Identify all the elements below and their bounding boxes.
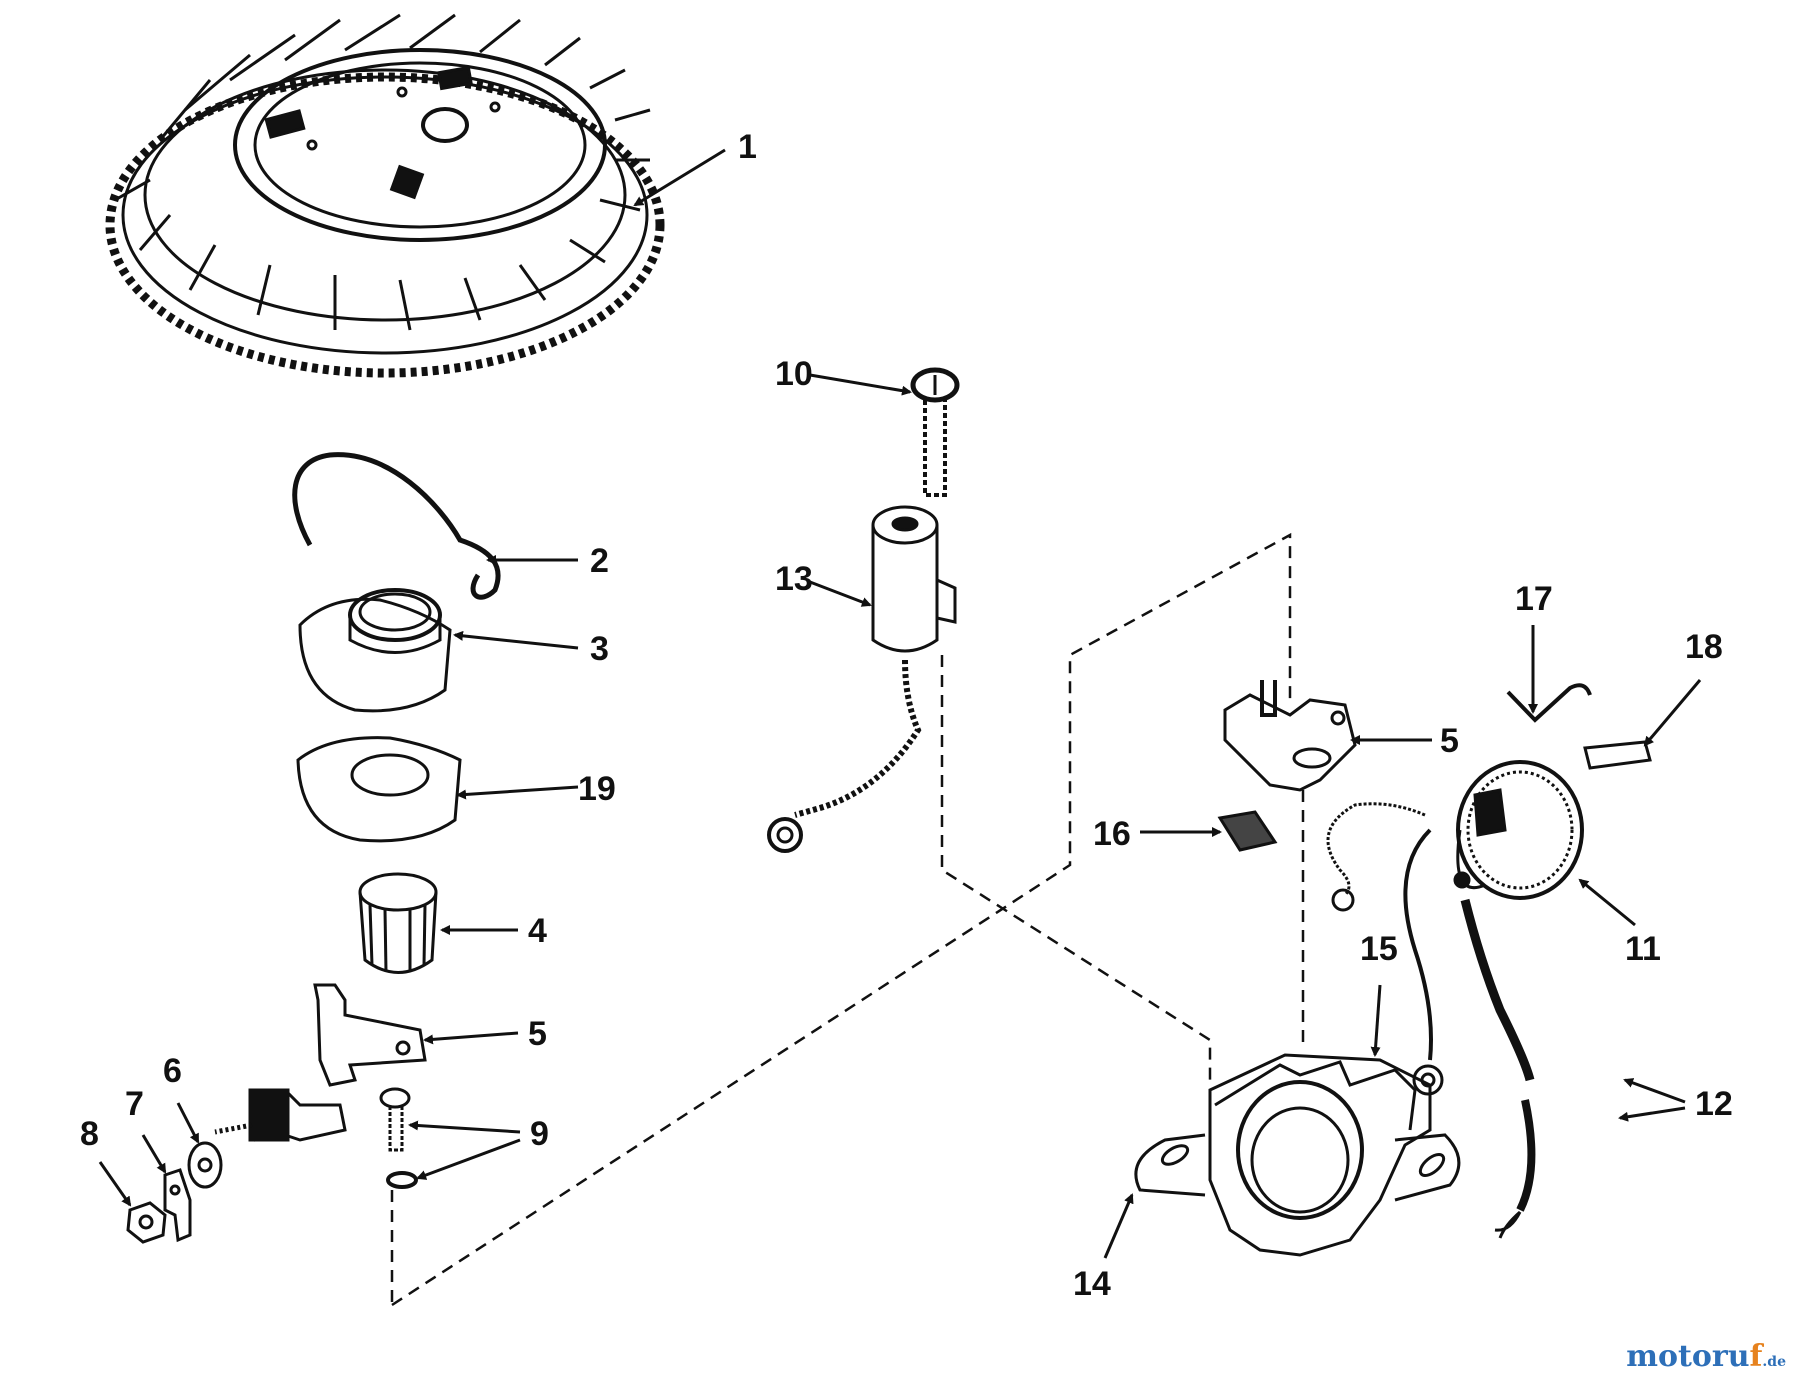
callout-16: 16 (1093, 815, 1131, 853)
condenser-part (767, 505, 957, 853)
callout-10: 10 (775, 355, 813, 393)
callout-18: 18 (1685, 628, 1723, 666)
callout-7: 7 (125, 1085, 144, 1123)
callout-5-lower: 5 (528, 1015, 547, 1053)
watermark-text-main: motoru (1626, 1339, 1750, 1374)
watermark-text-domain: .de (1762, 1354, 1786, 1370)
terminal-part (163, 1168, 192, 1243)
screw-washer-part (379, 1087, 418, 1189)
callout-11: 11 (1625, 930, 1661, 968)
callout-9: 9 (530, 1115, 549, 1153)
leader-arrows (98, 148, 1702, 1259)
armature-base-part (1134, 1053, 1461, 1257)
nut-part (126, 1201, 167, 1244)
spring-part (292, 452, 501, 600)
arrow-15 (1370, 984, 1382, 1057)
breaker-plate-part (1223, 680, 1357, 792)
callout-2: 2 (590, 542, 609, 580)
cam-plate-part (298, 588, 452, 713)
arrow-9b (416, 1138, 521, 1180)
clip-part (1506, 683, 1592, 723)
arrow-19 (456, 785, 579, 800)
arrow-9a (408, 1120, 521, 1134)
callout-5-right: 5 (1440, 722, 1459, 760)
callout-labels: 1 2 3 19 4 5 6 7 8 9 10 13 5 16 17 18 11… (80, 128, 1733, 1303)
arrow-3 (453, 630, 579, 650)
arrow-11 (1578, 878, 1636, 927)
callout-13: 13 (775, 560, 813, 598)
callout-6: 6 (163, 1052, 182, 1090)
arrow-14 (1103, 1193, 1134, 1259)
bearing-part (358, 872, 438, 974)
arrow-13 (809, 580, 872, 607)
arrow-5-lower (423, 1031, 519, 1045)
block-part (1583, 740, 1652, 770)
callout-15: 15 (1360, 930, 1398, 968)
callout-8: 8 (80, 1115, 99, 1153)
watermark-logo: motoruf.de (1626, 1339, 1786, 1374)
callout-4: 4 (528, 912, 547, 950)
arrow-7 (141, 1134, 167, 1174)
high-tension-lead-part (1460, 898, 1536, 1239)
callout-14: 14 (1073, 1265, 1111, 1303)
condenser-screw-part (910, 367, 960, 497)
callout-1: 1 (738, 128, 757, 166)
assembly-guide-lines (390, 532, 1305, 1307)
arrow-12b (1618, 1106, 1686, 1122)
arrow-12a (1623, 1078, 1686, 1104)
flywheel-part (105, 13, 665, 378)
arrow-8 (98, 1161, 132, 1207)
breaker-arm-part (214, 983, 427, 1142)
callout-3: 3 (590, 630, 609, 668)
arrow-6 (176, 1102, 200, 1144)
washer-part (187, 1141, 223, 1189)
felt-part (1217, 810, 1278, 852)
callout-17: 17 (1515, 580, 1553, 618)
callout-12: 12 (1695, 1085, 1733, 1123)
washer-plate-part (296, 736, 462, 843)
watermark-text-accent: f (1749, 1339, 1763, 1374)
coil-part (1326, 760, 1584, 1096)
callout-19: 19 (578, 770, 616, 808)
arrow-10 (809, 373, 912, 396)
arrow-1 (633, 148, 726, 207)
arrow-18 (1643, 679, 1702, 747)
